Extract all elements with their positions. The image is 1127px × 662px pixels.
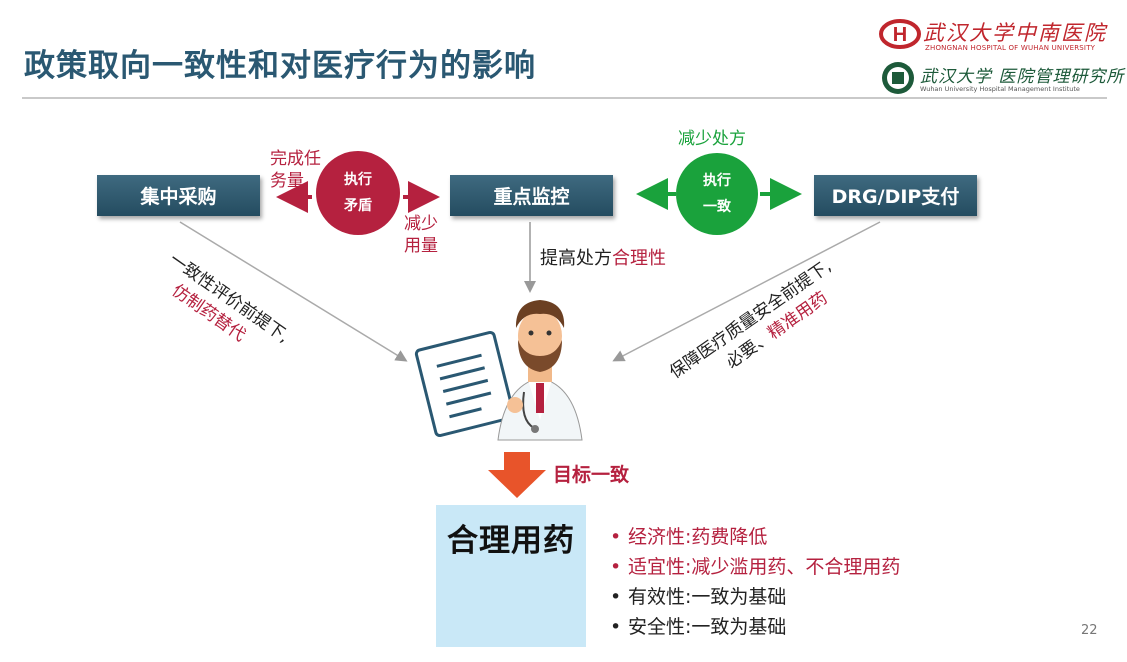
institute-logo: 武汉大学 医院管理研究所 Wuhan University Hospital M…: [880, 60, 1123, 96]
university-seal-icon: [882, 62, 914, 94]
label-reduce-usage: 减少 用量: [404, 214, 438, 256]
arrow-left-diagonal: [179, 221, 408, 362]
hospital-name: 武汉大学中南医院: [923, 21, 1107, 45]
label-reduce-prescriptions: 减少处方: [678, 129, 746, 149]
circle-execution-conflict: 执行 矛盾: [316, 151, 400, 235]
rational-drug-use-box: 合理用药: [436, 505, 586, 647]
circle-right-line1: 执行: [703, 173, 731, 189]
node-key-monitoring: 重点监控: [450, 175, 613, 216]
benefit-list: •经济性:药费降低 •适宜性:减少滥用药、不合理用药 •有效性:一致为基础 •安…: [610, 522, 900, 642]
page-number: 22: [1081, 623, 1098, 638]
prescription-document-icon: [414, 330, 516, 438]
circle-left-line2: 矛盾: [344, 198, 372, 214]
label-goal-consistent: 目标一致: [553, 464, 630, 486]
label-improve-rationality: 提高处方合理性: [540, 248, 666, 269]
goal-down-arrow: [488, 452, 546, 498]
circle-right-line2: 一致: [703, 199, 731, 215]
list-item: •有效性:一致为基础: [610, 586, 787, 608]
circle-left-line1: 执行: [344, 172, 372, 188]
doctor-icon: [497, 300, 583, 441]
label-complete-quota: 完成任 务量: [270, 149, 321, 191]
node-centralized-procurement: 集中采购: [97, 175, 260, 216]
slide-title: 政策取向一致性和对医疗行为的影响: [24, 48, 536, 84]
circle-execution-consistent: 执行 一致: [676, 153, 758, 235]
institute-subtitle: Wuhan University Hospital Management Ins…: [920, 85, 1080, 93]
rational-drug-use-title: 合理用药: [447, 523, 575, 559]
list-item: •安全性:一致为基础: [610, 616, 787, 638]
hospital-logo-letter: H: [893, 24, 907, 46]
institute-name: 武汉大学 医院管理研究所: [920, 67, 1125, 87]
list-item: •经济性:药费降低: [610, 526, 768, 548]
arrow-right-diagonal: [612, 221, 881, 362]
node-drg-dip-payment: DRG/DIP支付: [814, 175, 977, 216]
hospital-logo-icon: H: [879, 19, 921, 49]
hospital-logo: H 武汉大学中南医院 ZHONGNAN HOSPITAL OF WUHAN UN…: [878, 17, 1108, 52]
title-divider: [22, 97, 1107, 99]
list-item: •适宜性:减少滥用药、不合理用药: [610, 556, 901, 578]
hospital-subtitle: ZHONGNAN HOSPITAL OF WUHAN UNIVERSITY: [925, 44, 1096, 52]
